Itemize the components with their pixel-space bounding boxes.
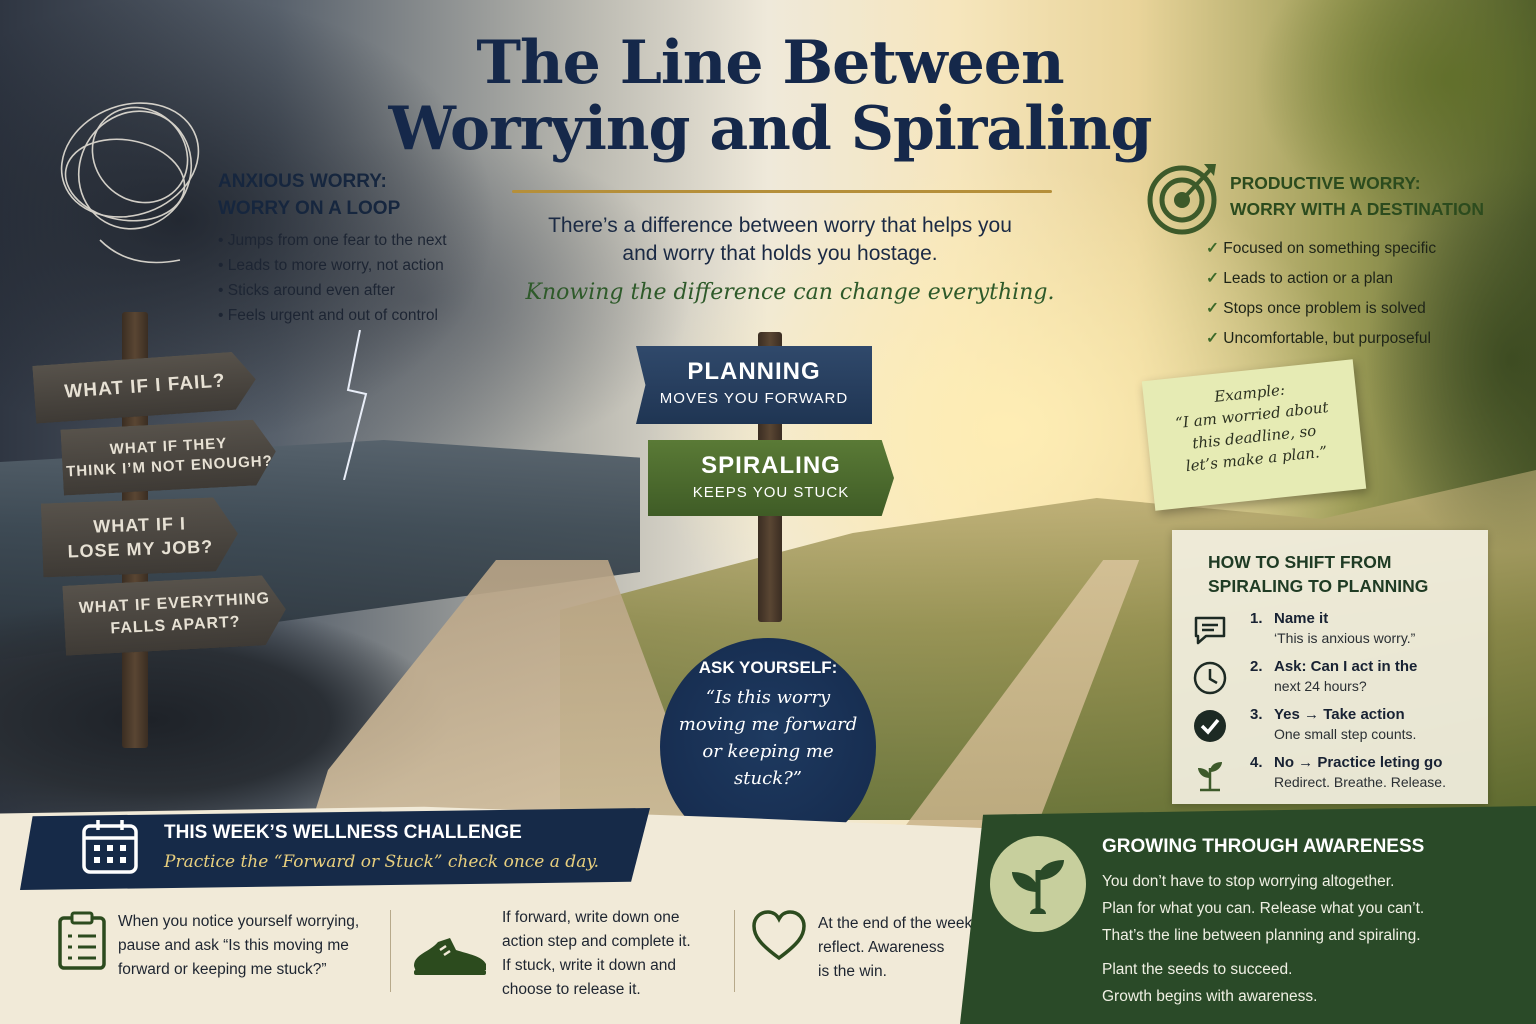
- sign-spiraling-subtitle: KEEPS YOU STUCK: [692, 484, 850, 501]
- challenge-line: If stuck, write it down and: [502, 957, 677, 974]
- sneaker-icon: [414, 938, 486, 975]
- challenge-line: At the end of the week,: [818, 915, 977, 932]
- shift-steps-panel: HOW TO SHIFT FROM SPIRALING TO PLANNING …: [1172, 530, 1488, 804]
- intro-line-1: There’s a difference between worry that …: [548, 214, 1012, 237]
- challenge-step-1: When you notice yourself worrying, pause…: [118, 910, 359, 982]
- scribble-icon: [60, 102, 200, 264]
- sprout-icon: [1012, 860, 1064, 914]
- growing-tagline: Plant the seeds to succeed. Growth begin…: [1102, 956, 1317, 1010]
- clipboard-icon: [58, 911, 106, 970]
- challenge-line: forward or keeping me stuck?”: [118, 961, 327, 978]
- sign-text: WHAT IF I FAIL?: [63, 370, 227, 403]
- step-number: 1.: [1250, 610, 1263, 627]
- anxious-worry-heading: ANXIOUS WORRY: WORRY ON A LOOP: [218, 168, 400, 222]
- sign-text: WHAT IF I: [92, 513, 187, 537]
- step-detail: One small step counts.: [1274, 726, 1417, 742]
- clock-icon: [1193, 661, 1227, 695]
- title-underline: [512, 190, 1052, 193]
- target-icon: [1147, 164, 1217, 235]
- sprout-icon: [1198, 762, 1222, 792]
- list-item: Jumps from one fear to the next: [218, 228, 447, 253]
- sign-what-if-not-enough: WHAT IF THEY THINK I’M NOT ENOUGH?: [60, 418, 277, 495]
- intro-script: Knowing the difference can change everyt…: [525, 280, 1055, 305]
- sign-planning: PLANNING MOVES YOU FORWARD: [636, 346, 872, 424]
- check-circle-icon: [1194, 710, 1226, 742]
- challenge-line: When you notice yourself worrying,: [118, 913, 360, 930]
- title-line-2: Worrying and Spiraling: [388, 94, 1153, 164]
- productive-heading-line-1: PRODUCTIVE WORRY:: [1230, 173, 1421, 193]
- challenge-subtitle: Practice the “Forward or Stuck” check on…: [164, 852, 600, 872]
- step-detail: Redirect. Breathe. Release.: [1274, 774, 1446, 790]
- growing-badge: [990, 836, 1086, 932]
- challenge-line: pause and ask “Is this moving me: [118, 937, 349, 954]
- ask-heading: ASK YOURSELF:: [698, 658, 838, 677]
- intro-text: There’s a difference between worry that …: [480, 212, 1080, 268]
- column-divider: [734, 910, 735, 992]
- list-item: Leads to action or a plan: [1206, 264, 1436, 294]
- example-sticky-note: Example: “I am worried about this deadli…: [1141, 359, 1367, 511]
- list-item: Stops once problem is solved: [1206, 294, 1436, 324]
- sign-what-if-lose-job: WHAT IF I LOSE MY JOB?: [41, 497, 239, 578]
- sign-what-if-falls-apart: WHAT IF EVERYTHING FALLS APART?: [62, 574, 287, 656]
- calendar-icon: [82, 820, 138, 874]
- sign-planning-title: PLANNING: [687, 358, 821, 385]
- sign-spiraling: SPIRALING KEEPS YOU STUCK: [648, 440, 894, 516]
- productive-worry-heading: PRODUCTIVE WORRY: WORRY WITH A DESTINATI…: [1230, 170, 1484, 222]
- step-title: Ask: Can I act in the: [1274, 658, 1418, 675]
- column-divider: [390, 910, 391, 992]
- challenge-line: reflect. Awareness: [818, 939, 945, 956]
- shift-step-2: 2. Ask: Can I act in the next 24 hours?: [1192, 658, 1482, 706]
- productive-worry-list: Focused on something specific Leads to a…: [1206, 234, 1436, 354]
- step-number: 3.: [1250, 706, 1263, 723]
- shift-step-1: 1. Name it ‘This is anxious worry.”: [1192, 610, 1482, 658]
- shift-heading-line-1: HOW TO SHIFT FROM: [1208, 552, 1392, 572]
- sign-text: LOSE MY JOB?: [67, 536, 214, 562]
- title-line-1: The Line Between: [476, 28, 1064, 98]
- list-item: Feels urgent and out of control: [218, 303, 447, 328]
- lightning-icon: [343, 330, 368, 480]
- step-title: No → Practice leting go: [1274, 754, 1443, 771]
- challenge-heading: THIS WEEK’S WELLNESS CHALLENGE: [164, 822, 522, 843]
- step-number: 2.: [1250, 658, 1263, 675]
- shift-heading: HOW TO SHIFT FROM SPIRALING TO PLANNING: [1208, 550, 1428, 598]
- growing-tagline-line: Growth begins with awareness.: [1102, 988, 1318, 1005]
- shift-step-4: 4. No → Practice leting go Redirect. Bre…: [1192, 754, 1482, 802]
- growing-line: You don’t have to stop worrying altogeth…: [1102, 873, 1395, 890]
- shift-heading-line-2: SPIRALING TO PLANNING: [1208, 576, 1429, 596]
- challenge-step-2: If forward, write down one action step a…: [502, 906, 691, 1002]
- sign-text: THINK I’M NOT ENOUGH?: [65, 452, 274, 481]
- intro-line-2: and worry that holds you hostage.: [622, 242, 938, 265]
- anxious-worry-list: Jumps from one fear to the next Leads to…: [218, 228, 447, 328]
- challenge-step-3: At the end of the week, reflect. Awarene…: [818, 912, 977, 984]
- productive-heading-line-2: WORRY WITH A DESTINATION: [1230, 199, 1485, 219]
- step-number: 4.: [1250, 754, 1263, 771]
- step-title: Name it: [1274, 610, 1329, 627]
- anxious-heading-line-2: WORRY ON A LOOP: [218, 198, 401, 219]
- step-detail: next 24 hours?: [1274, 678, 1367, 694]
- growing-line: Plan for what you can. Release what you …: [1102, 900, 1425, 917]
- challenge-line: choose to release it.: [502, 981, 641, 998]
- page-title: The Line Between Worrying and Spiraling: [380, 30, 1160, 162]
- anxious-heading-line-1: ANXIOUS WORRY:: [218, 171, 387, 192]
- step-detail: ‘This is anxious worry.”: [1274, 630, 1416, 646]
- sign-spiraling-title: SPIRALING: [701, 452, 841, 479]
- heart-icon: [752, 910, 806, 961]
- shift-step-3: 3. Yes → Take action One small step coun…: [1192, 706, 1482, 754]
- list-item: Sticks around even after: [218, 278, 447, 303]
- growing-line: That’s the line between planning and spi…: [1102, 927, 1421, 944]
- step-title: Yes → Take action: [1274, 706, 1405, 723]
- challenge-line: is the win.: [818, 963, 887, 980]
- list-item: Leads to more worry, not action: [218, 253, 447, 278]
- growing-heading: GROWING THROUGH AWARENESS: [1102, 836, 1425, 857]
- list-item: Uncomfortable, but purposeful: [1206, 324, 1436, 354]
- speech-bubble-icon: [1194, 616, 1226, 645]
- challenge-line: action step and complete it.: [502, 933, 691, 950]
- challenge-line: If forward, write down one: [502, 909, 680, 926]
- growing-tagline-line: Plant the seeds to succeed.: [1102, 961, 1293, 978]
- growing-body: You don’t have to stop worrying altogeth…: [1102, 868, 1424, 949]
- list-item: Focused on something specific: [1206, 234, 1436, 264]
- sign-planning-subtitle: MOVES YOU FORWARD: [659, 390, 849, 407]
- ask-question: “Is this worry moving me forward or keep…: [678, 687, 858, 789]
